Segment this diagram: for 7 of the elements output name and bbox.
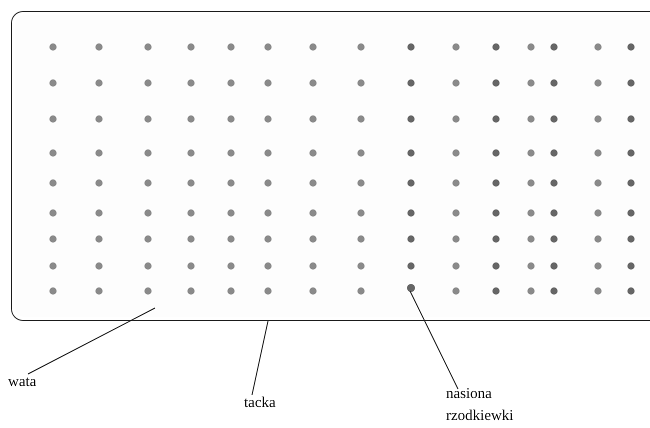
part-label: nasiona rzodkiewki	[446, 384, 556, 428]
leader-line	[28, 308, 156, 374]
part-label: tacka	[244, 393, 304, 415]
leader-line	[410, 290, 458, 390]
part-label: wata	[8, 372, 68, 394]
radish-seed	[407, 284, 415, 292]
leader-line	[252, 320, 268, 396]
